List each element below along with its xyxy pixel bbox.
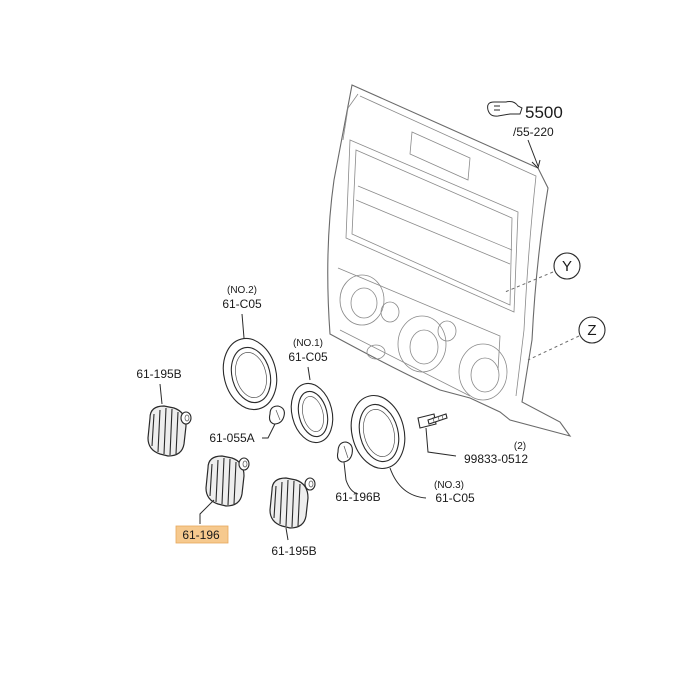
reference-main-number: 5500 (525, 103, 563, 122)
knob-upper-left-code: 61-195B (136, 367, 181, 381)
clip-left: 61-055A (209, 405, 285, 445)
bezel-no2: (NO.2) 61-C05 (222, 285, 278, 411)
clip-right-code: 61-196B (335, 490, 380, 504)
view-marker-y: Y (504, 252, 581, 293)
view-z-label: Z (587, 322, 596, 339)
knob-middle-code: 61-196 (182, 528, 220, 542)
center-panel (327, 84, 572, 437)
bezel-no2-code: 61-C05 (222, 297, 262, 311)
screw-qty: (2) (514, 441, 526, 452)
knob-lower-code: 61-195B (271, 544, 316, 558)
screw-code: 99833-0512 (464, 452, 528, 466)
pointing-hand-icon (487, 101, 523, 117)
bezel-no1-note: (NO.1) (293, 338, 323, 349)
bezel-no2-note: (NO.2) (227, 285, 257, 296)
bezel-no1-code: 61-C05 (288, 350, 328, 364)
screw: (2) 99833-0512 (417, 413, 528, 466)
knob-lower: 61-195B (269, 477, 317, 558)
bezel-no3-note: (NO.3) (434, 480, 464, 491)
highlight-marker (175, 525, 229, 544)
reference-sub-number: /55-220 (513, 125, 554, 139)
clip-left-code: 61-055A (209, 431, 254, 445)
bezel-no3: (NO.3) 61-C05 (350, 395, 475, 505)
knob-upper-left: 61-195B (136, 367, 192, 457)
reference-callout: 5500 /55-220 (487, 101, 563, 169)
view-marker-z: Z (527, 316, 606, 361)
bezel-no3-code: 61-C05 (435, 491, 475, 505)
view-y-label: Y (562, 258, 572, 275)
knob-middle: 61-196 (175, 455, 250, 544)
bezel-no1: (NO.1) 61-C05 (288, 338, 334, 444)
clip-right: 61-196B (335, 441, 381, 504)
